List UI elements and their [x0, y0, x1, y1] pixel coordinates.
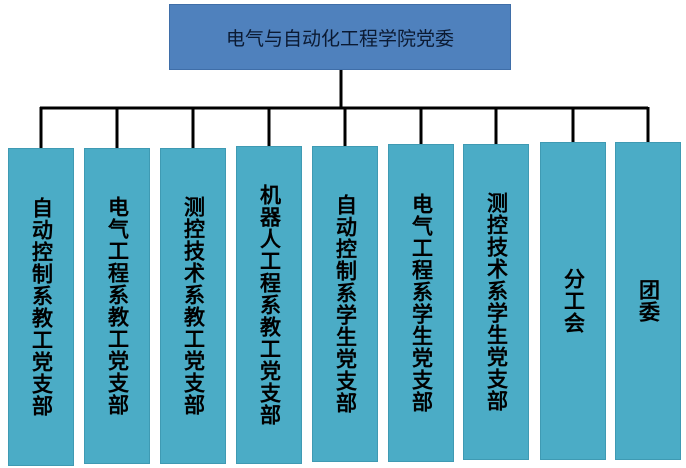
- youth-league-box: 团委: [615, 142, 681, 460]
- union-box: 分工会: [540, 142, 606, 460]
- branch-label-3: 测控技术系教工党支部: [181, 196, 206, 416]
- union-label: 分工会: [561, 268, 586, 334]
- branch-box-4: 机器人工程系教工党支部: [236, 146, 302, 464]
- party-committee-box: 电气与自动化工程学院党委: [169, 4, 511, 70]
- branch-box-2: 电气工程系教工党支部: [84, 148, 150, 464]
- branch-box-5: 自动控制系学生党支部: [312, 146, 378, 462]
- branch-label-6: 电气工程系学生党支部: [409, 193, 434, 413]
- branch-box-3: 测控技术系教工党支部: [160, 148, 226, 464]
- branch-label-4: 机器人工程系教工党支部: [257, 184, 282, 426]
- branch-box-1: 自动控制系教工党支部: [8, 148, 74, 466]
- branch-label-2: 电气工程系教工党支部: [105, 196, 130, 416]
- branch-label-7: 测控技术系学生党支部: [484, 192, 509, 412]
- branch-box-6: 电气工程系学生党支部: [388, 144, 454, 462]
- youth-league-label: 团委: [636, 279, 661, 323]
- branch-label-1: 自动控制系教工党支部: [29, 197, 54, 417]
- party-committee-label: 电气与自动化工程学院党委: [225, 27, 454, 50]
- branch-label-5: 自动控制系学生党支部: [333, 194, 358, 414]
- branch-box-7: 测控技术系学生党支部: [463, 144, 529, 460]
